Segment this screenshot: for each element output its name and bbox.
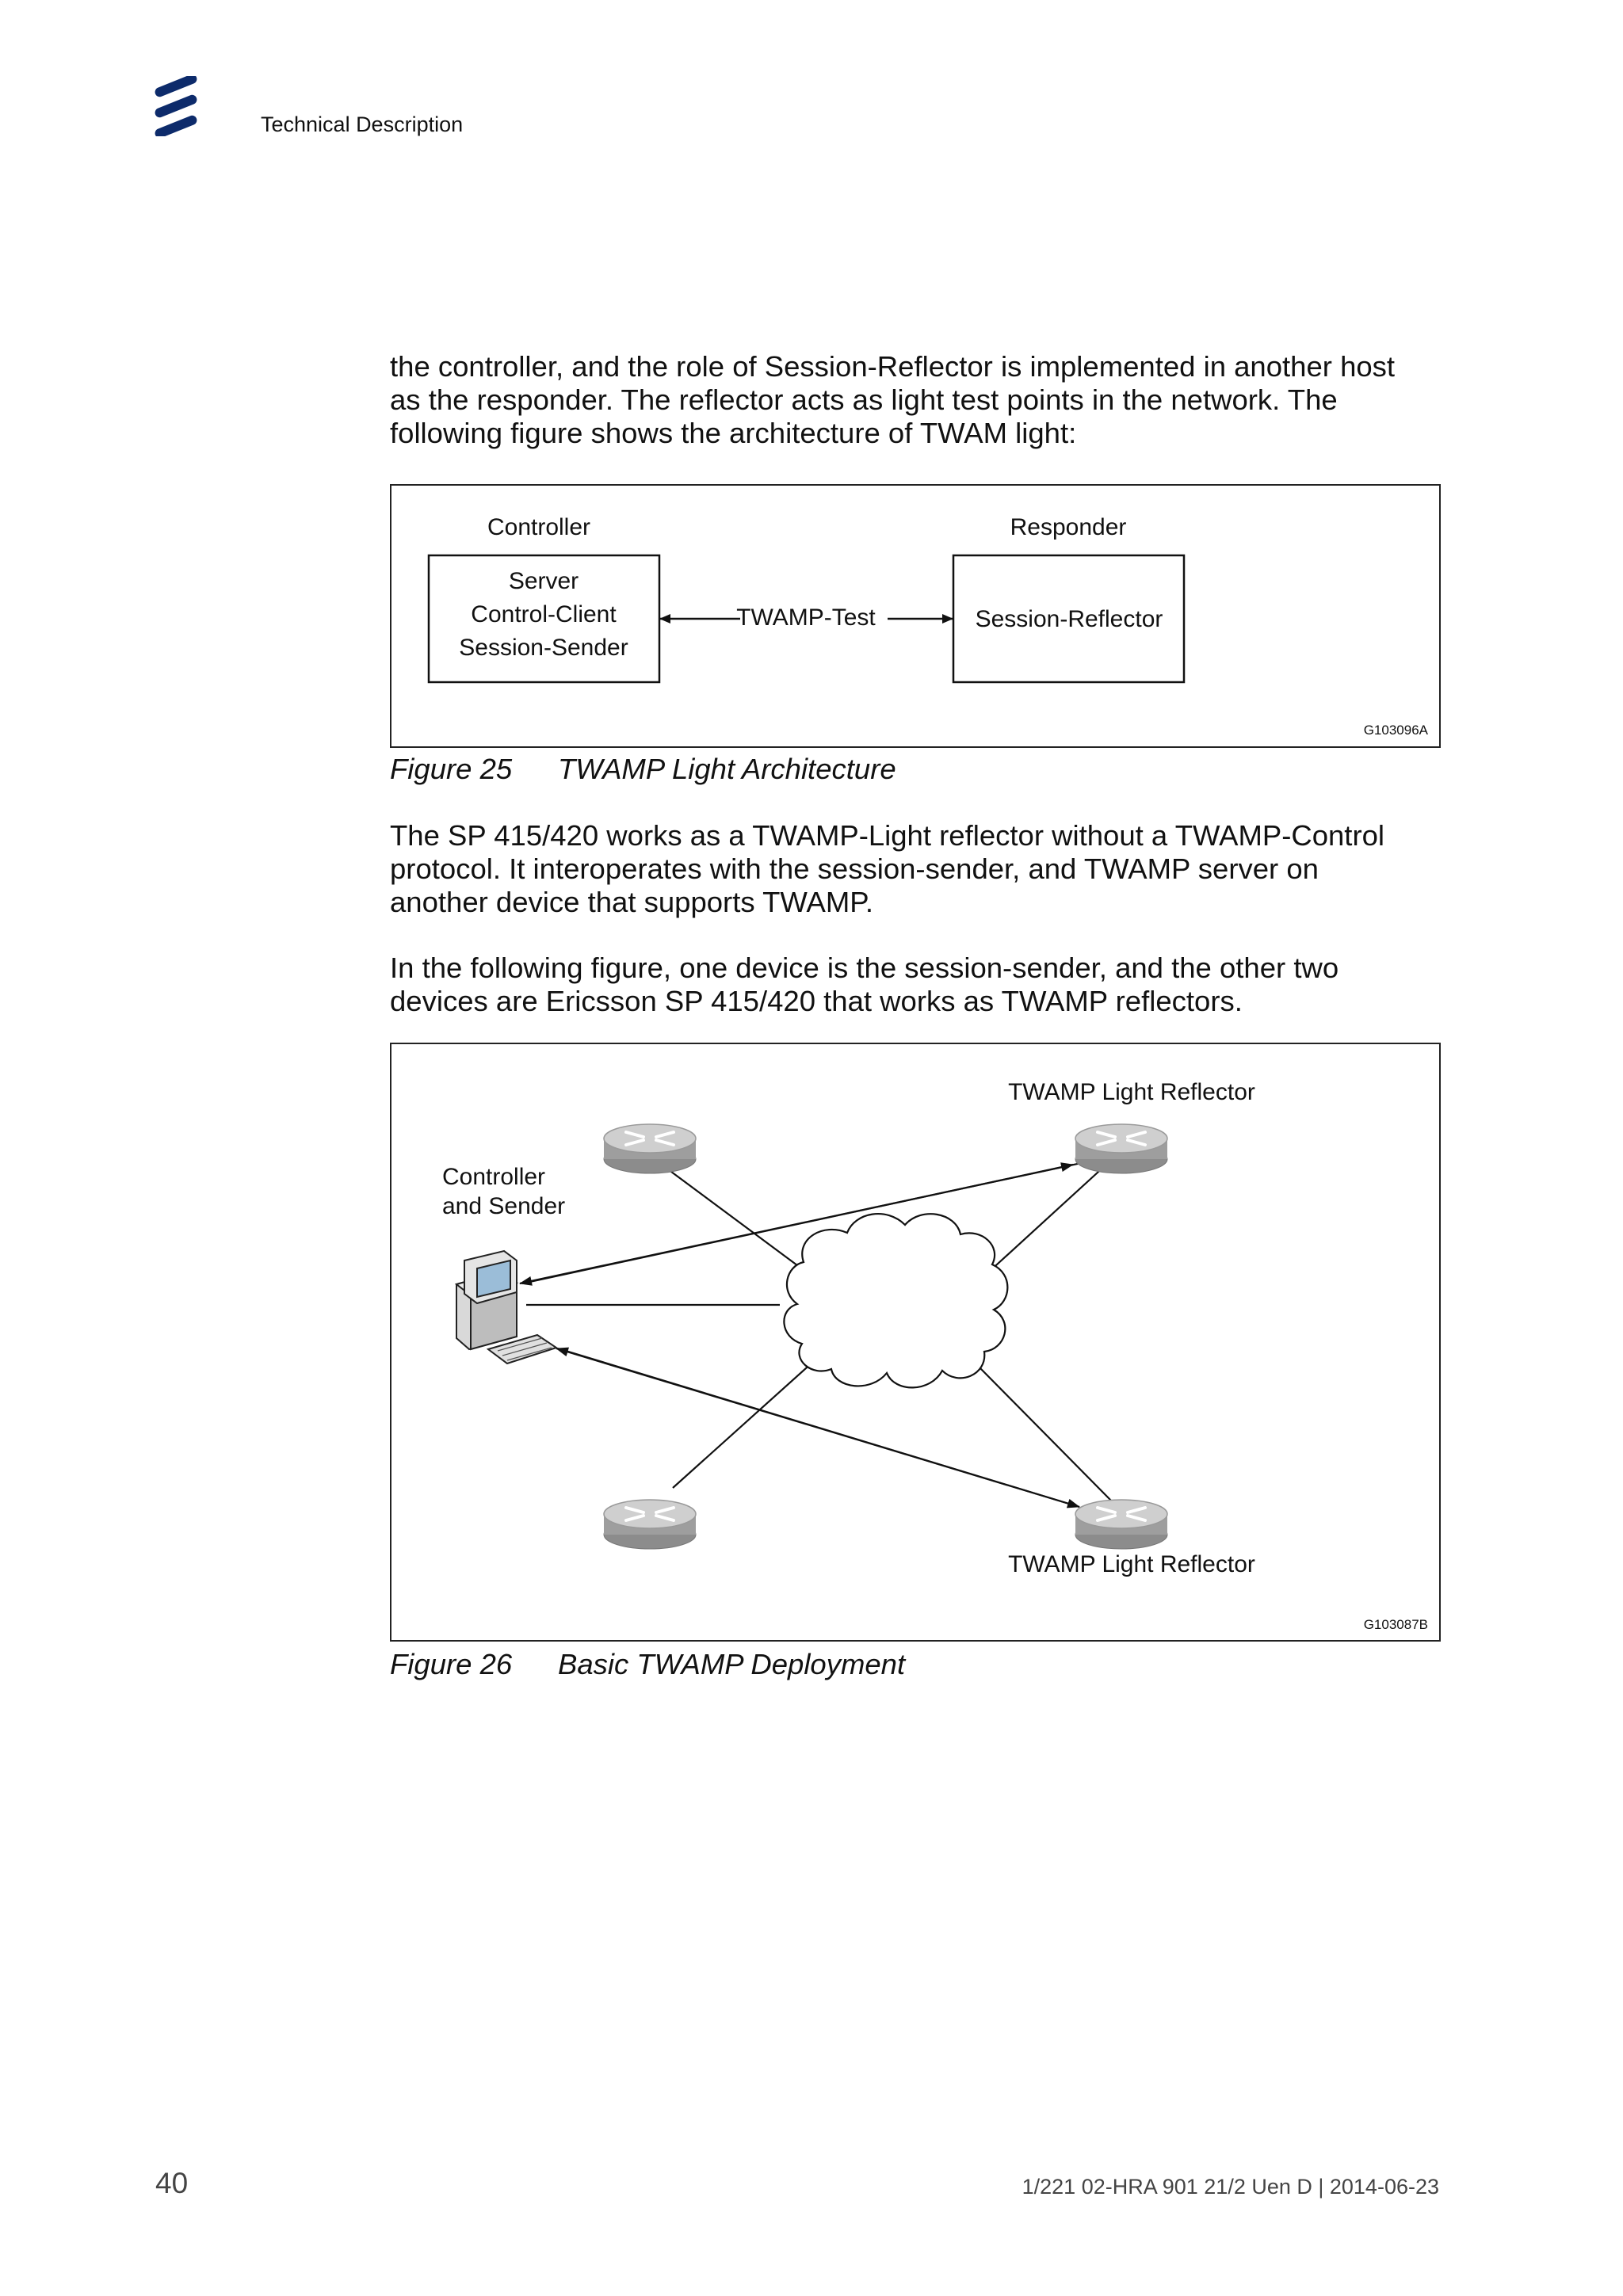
figure-id: G103096A [1364,723,1429,738]
router-top-right-icon [1075,1124,1167,1173]
paragraph-line: following figure shows the architecture … [390,417,1468,450]
reflector-bottom-label: TWAMP Light Reflector [1008,1551,1255,1577]
figure-25-diagram: Controller Responder Server Control-Clie… [390,484,1441,748]
controller-sender-label-line: and Sender [442,1193,565,1219]
link-router-bl-cloud [673,1361,814,1488]
document-reference: 1/221 02-HRA 901 21/2 Uen D | 2014-06-23 [1022,2175,1439,2199]
paragraph-line: devices are Ericsson SP 415/420 that wor… [390,985,1468,1018]
link-router-tl-cloud [665,1167,804,1270]
twamp-test-label: TWAMP-Test [736,605,876,631]
computer-icon [456,1251,556,1363]
figure-number: Figure 25 [390,753,558,786]
controller-box-line: Session-Sender [459,635,628,661]
paragraph-deployment: In the following figure, one device is t… [390,952,1468,1018]
ericsson-logo-icon [151,76,201,136]
paragraph-intro: the controller, and the role of Session-… [390,350,1468,450]
responder-heading: Responder [1010,514,1127,540]
controller-sender-label-line: Controller [442,1164,545,1190]
paragraph-line: the controller, and the role of Session-… [390,350,1468,383]
router-bottom-right-icon [1075,1500,1167,1549]
router-bottom-left-icon [604,1500,696,1549]
paragraph-sp-reflector: The SP 415/420 works as a TWAMP-Light re… [390,819,1468,919]
page-number: 40 [155,2167,188,2200]
router-top-left-icon [604,1124,696,1173]
paragraph-line: as the responder. The reflector acts as … [390,383,1468,417]
reflector-top-label: TWAMP Light Reflector [1008,1079,1255,1105]
paragraph-line: another device that supports TWAMP. [390,886,1468,919]
figure-number: Figure 26 [390,1648,558,1681]
figure-26-diagram: TWAMP Light Reflector Controller and Sen… [390,1043,1441,1642]
document-header-title: Technical Description [261,113,463,137]
network-cloud-icon [784,1214,1007,1387]
figure-title: TWAMP Light Architecture [558,753,896,785]
paragraph-line: protocol. It interoperates with the sess… [390,852,1468,886]
controller-box-line: Server [509,568,579,594]
paragraph-line: In the following figure, one device is t… [390,952,1468,985]
link-router-tr-cloud [978,1155,1117,1282]
controller-box-line: Control-Client [471,601,617,627]
session-reflector-label: Session-Reflector [976,606,1163,632]
paragraph-line: The SP 415/420 works as a TWAMP-Light re… [390,819,1468,852]
controller-heading: Controller [487,514,590,540]
figure-title: Basic TWAMP Deployment [558,1648,905,1680]
figure-id: G103087B [1364,1617,1428,1632]
twamp-arrow-bottom-return [556,1348,1079,1507]
